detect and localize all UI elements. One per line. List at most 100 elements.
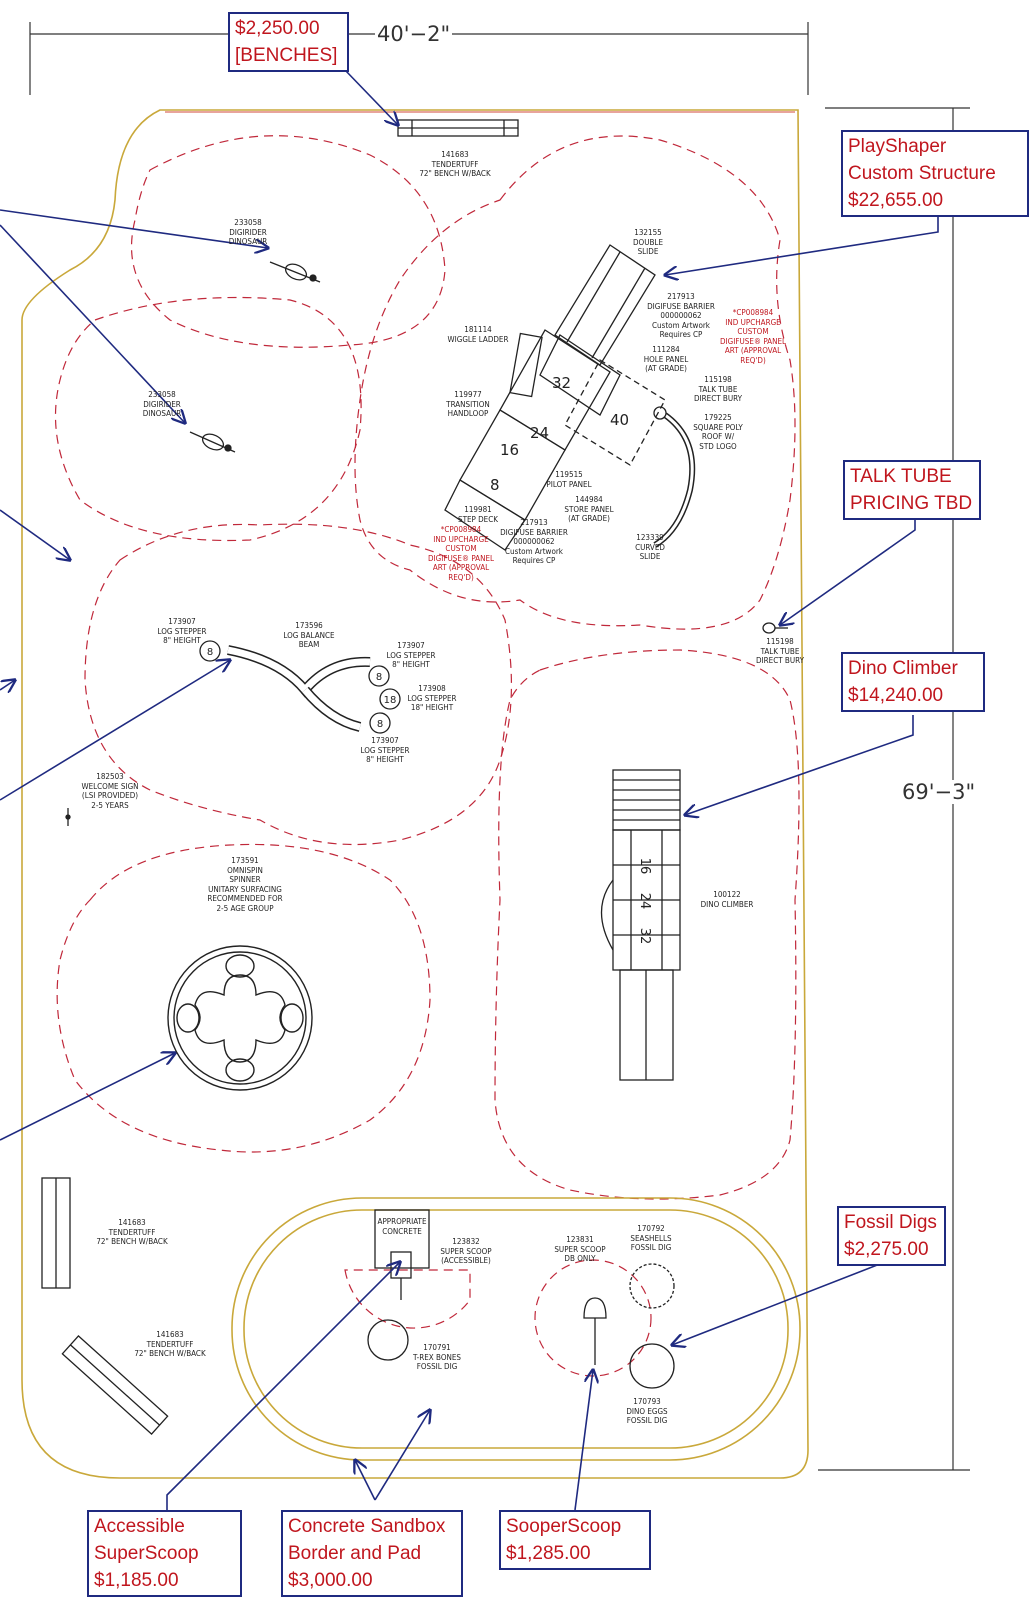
label-line: Custom Artwork	[652, 320, 710, 330]
label-line: Requires CP	[512, 556, 556, 565]
label-line: LOG STEPPER	[360, 745, 410, 755]
super-scoop-db-symbol	[583, 1297, 607, 1365]
svg-text:8: 8	[207, 647, 213, 658]
label-line: DIRECT BURY	[693, 394, 742, 403]
label-line: 119977	[454, 390, 482, 399]
label-line: SLIDE	[637, 247, 659, 256]
deck-height-24: 24	[530, 424, 549, 442]
label-line: DIRECT BURY	[755, 656, 804, 665]
benches-callout: $2,250.00 [BENCHES]	[228, 12, 349, 72]
svg-text:18: 18	[384, 695, 397, 706]
sooperscoop-callout: SooperScoop $1,285.00	[499, 1510, 651, 1570]
playshaper-title: PlayShaper	[848, 136, 947, 157]
label-line: STORE PANEL	[564, 504, 614, 514]
label-line: DIGIFUSE BARRIER	[647, 301, 715, 311]
depth-dimension-label: 69'−3"	[900, 780, 978, 804]
label-line: 123339	[636, 533, 664, 542]
label-line: SEASHELLS	[630, 1233, 672, 1243]
label-line: 217913	[520, 518, 548, 527]
bench-top-symbol	[397, 119, 519, 137]
label-line: 8" HEIGHT	[392, 660, 430, 669]
label-line: 173907	[371, 736, 399, 745]
label-line: TALK TUBE	[698, 384, 738, 394]
seashells-fossil-dig-symbol	[629, 1263, 675, 1309]
safety-zone-omnispin	[56, 843, 431, 1153]
label-line: DIGIFUSE® PANEL	[719, 336, 787, 346]
label-line: SUPER SCOOP	[554, 1244, 606, 1254]
label-line: 141683	[156, 1330, 184, 1339]
label-line: DIGIFUSE BARRIER	[500, 527, 568, 537]
label-line: OMNISPIN	[227, 865, 263, 875]
deck-height-8: 8	[490, 476, 500, 494]
svg-text:8: 8	[376, 672, 382, 683]
label-line: 233058	[234, 218, 262, 227]
label-line: 181114	[464, 325, 492, 334]
benches-price: $2,250.00	[235, 18, 320, 39]
svg-text:16: 16	[637, 858, 652, 875]
label-line: 144984	[575, 495, 603, 504]
label-line: 233058	[148, 390, 176, 399]
label-line: FOSSIL DIG	[626, 1416, 668, 1425]
label-line: FOSSIL DIG	[416, 1362, 458, 1371]
label-line: CURVED	[635, 542, 665, 552]
fossil-digs-price: $2,275.00	[844, 1239, 929, 1260]
sooperscoop-price: $1,285.00	[506, 1543, 591, 1564]
label-line: 18" HEIGHT	[410, 703, 454, 712]
sandbox-subtitle: Border and Pad	[288, 1543, 422, 1564]
label-line: 8" HEIGHT	[366, 755, 404, 764]
accessible-superscoop-title: Accessible	[94, 1516, 185, 1537]
safety-zone-dino-climber	[494, 649, 800, 1200]
label-line: 119981	[464, 505, 492, 514]
fossil-digs-callout: Fossil Digs $2,275.00	[837, 1206, 946, 1266]
label-line: BEAM	[298, 640, 320, 649]
label-line: 141683	[441, 150, 469, 159]
label-line: 119515	[555, 470, 583, 479]
label-line: SLIDE	[639, 552, 661, 561]
play-area-boundary	[21, 109, 809, 1479]
label-line: DINO CLIMBER	[700, 899, 754, 909]
label-line: 173907	[397, 641, 425, 650]
digirider-2-symbol	[189, 431, 236, 453]
label-line: 72" BENCH W/BACK	[96, 1237, 168, 1246]
label-line: *CP008984	[732, 308, 774, 317]
label-line: ROOF W/	[701, 432, 735, 441]
label-line: WELCOME SIGN	[81, 781, 139, 791]
log-balance-beam-symbol	[227, 645, 371, 732]
label-line: SUPER SCOOP	[440, 1246, 492, 1256]
label-line: STD LOGO	[699, 441, 737, 451]
label-line: 173591	[231, 856, 259, 865]
label-line: UNITARY SURFACING	[208, 884, 282, 894]
label-line: CUSTOM	[737, 327, 769, 336]
label-line: REQ'D)	[448, 572, 474, 582]
talk-tube-price: PRICING TBD	[850, 493, 973, 514]
log-stepper-symbols	[199, 640, 401, 734]
svg-text:8: 8	[377, 719, 383, 730]
label-line: 173908	[418, 684, 446, 693]
label-line: 170791	[423, 1343, 451, 1352]
label-line: 182503	[96, 772, 124, 781]
stepper-height-labels: 8 8 18 8	[207, 647, 397, 730]
label-line: 123831	[566, 1235, 594, 1244]
safety-zone-superscoop-accessible	[344, 1269, 471, 1329]
talk-tube-symbol	[762, 622, 788, 634]
